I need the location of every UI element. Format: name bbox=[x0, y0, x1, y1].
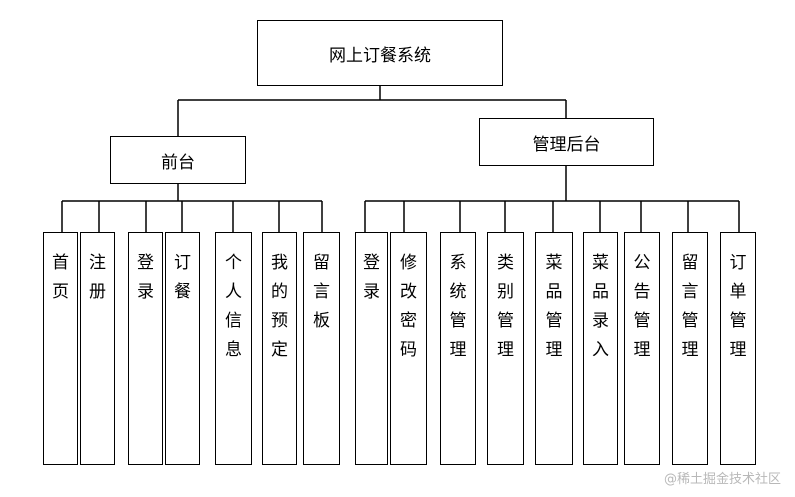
label-char: 理 bbox=[729, 340, 747, 360]
front-leaf-1: 首页 bbox=[43, 232, 78, 465]
label-char: 统 bbox=[449, 282, 467, 302]
back-leaf-4-label: 类别管理 bbox=[497, 249, 514, 365]
label-char: 登 bbox=[137, 253, 154, 273]
front-leaf-6: 我的预定 bbox=[262, 232, 297, 465]
label-char: 改 bbox=[400, 282, 417, 302]
root-node: 网上订餐系统 bbox=[257, 20, 503, 86]
back-leaf-6-label: 菜品录入 bbox=[592, 249, 609, 365]
back-leaf-1-label: 登录 bbox=[363, 249, 380, 307]
back-leaf-8: 留言管理 bbox=[672, 232, 708, 465]
label-char: 告 bbox=[633, 282, 651, 302]
label-char: 个 bbox=[225, 253, 242, 273]
front-leaf-2: 注册 bbox=[80, 232, 115, 465]
label-char: 别 bbox=[497, 282, 514, 302]
back-node: 管理后台 bbox=[479, 118, 654, 166]
label-char: 页 bbox=[52, 282, 69, 302]
back-leaf-2: 修改密码 bbox=[390, 232, 427, 465]
label-char: 公 bbox=[633, 253, 651, 273]
back-leaf-3-label: 系统管理 bbox=[450, 249, 467, 365]
back-leaf-6: 菜品录入 bbox=[583, 232, 618, 465]
label-char: 注 bbox=[89, 253, 106, 273]
label-char: 留 bbox=[313, 253, 330, 273]
front-leaf-3: 登录 bbox=[128, 232, 163, 465]
front-leaf-7-label: 留言板 bbox=[313, 249, 330, 336]
label-char: 留 bbox=[681, 253, 699, 273]
label-char: 品 bbox=[545, 282, 563, 302]
front-leaf-7: 留言板 bbox=[303, 232, 340, 465]
front-leaf-5: 个人信息 bbox=[215, 232, 252, 465]
label-char: 订 bbox=[729, 253, 747, 273]
label-char: 管 bbox=[633, 311, 651, 331]
label-char: 系 bbox=[449, 253, 467, 273]
back-leaf-5-label: 菜品管理 bbox=[546, 249, 563, 365]
front-leaf-3-label: 登录 bbox=[137, 249, 154, 307]
front-leaf-1-label: 首页 bbox=[52, 249, 69, 307]
label-char: 预 bbox=[271, 311, 288, 331]
label-char: 管 bbox=[545, 311, 563, 331]
label-char: 人 bbox=[225, 282, 242, 302]
back-leaf-2-label: 修改密码 bbox=[400, 249, 417, 365]
label-char: 我 bbox=[271, 253, 288, 273]
front-leaf-5-label: 个人信息 bbox=[225, 249, 242, 365]
label-char: 码 bbox=[400, 340, 417, 360]
label-char: 息 bbox=[225, 340, 242, 360]
label-char: 单 bbox=[729, 282, 747, 302]
front-leaf-2-label: 注册 bbox=[89, 249, 106, 307]
label-char: 登 bbox=[363, 253, 380, 273]
label-char: 的 bbox=[271, 282, 288, 302]
label-char: 理 bbox=[545, 340, 563, 360]
label-char: 入 bbox=[592, 340, 609, 360]
back-label: 管理后台 bbox=[532, 134, 601, 155]
label-char: 订 bbox=[174, 253, 191, 273]
back-leaf-7: 公告管理 bbox=[624, 232, 660, 465]
label-char: 册 bbox=[89, 282, 106, 302]
back-leaf-4: 类别管理 bbox=[487, 232, 524, 465]
label-char: 言 bbox=[681, 282, 699, 302]
label-char: 修 bbox=[400, 253, 417, 273]
back-leaf-7-label: 公告管理 bbox=[634, 249, 651, 365]
watermark: @稀土掘金技术社区 bbox=[663, 472, 781, 487]
label-char: 管 bbox=[449, 311, 467, 331]
front-leaf-4: 订餐 bbox=[165, 232, 200, 465]
back-leaf-5: 菜品管理 bbox=[535, 232, 573, 465]
label-char: 管 bbox=[681, 311, 699, 331]
label-char: 餐 bbox=[174, 282, 191, 302]
label-char: 理 bbox=[633, 340, 651, 360]
label-char: 录 bbox=[592, 311, 609, 331]
label-char: 理 bbox=[497, 340, 514, 360]
root-label: 网上订餐系统 bbox=[329, 45, 431, 66]
front-label: 前台 bbox=[161, 152, 195, 173]
label-char: 品 bbox=[592, 282, 609, 302]
back-leaf-9-label: 订单管理 bbox=[730, 249, 747, 365]
label-char: 录 bbox=[363, 282, 380, 302]
label-char: 理 bbox=[681, 340, 699, 360]
label-char: 定 bbox=[271, 340, 288, 360]
back-leaf-1: 登录 bbox=[355, 232, 388, 465]
label-char: 管 bbox=[497, 311, 514, 331]
label-char: 板 bbox=[313, 311, 330, 331]
label-char: 管 bbox=[729, 311, 747, 331]
front-leaf-6-label: 我的预定 bbox=[271, 249, 288, 365]
label-char: 言 bbox=[313, 282, 330, 302]
label-char: 密 bbox=[400, 311, 417, 331]
label-char: 菜 bbox=[592, 253, 609, 273]
label-char: 菜 bbox=[545, 253, 563, 273]
back-leaf-3: 系统管理 bbox=[440, 232, 476, 465]
label-char: 类 bbox=[497, 253, 514, 273]
label-char: 录 bbox=[137, 282, 154, 302]
label-char: 首 bbox=[52, 253, 69, 273]
label-char: 信 bbox=[225, 311, 242, 331]
front-node: 前台 bbox=[110, 136, 246, 184]
front-leaf-4-label: 订餐 bbox=[174, 249, 191, 307]
back-leaf-9: 订单管理 bbox=[720, 232, 756, 465]
label-char: 理 bbox=[449, 340, 467, 360]
back-leaf-8-label: 留言管理 bbox=[682, 249, 699, 365]
